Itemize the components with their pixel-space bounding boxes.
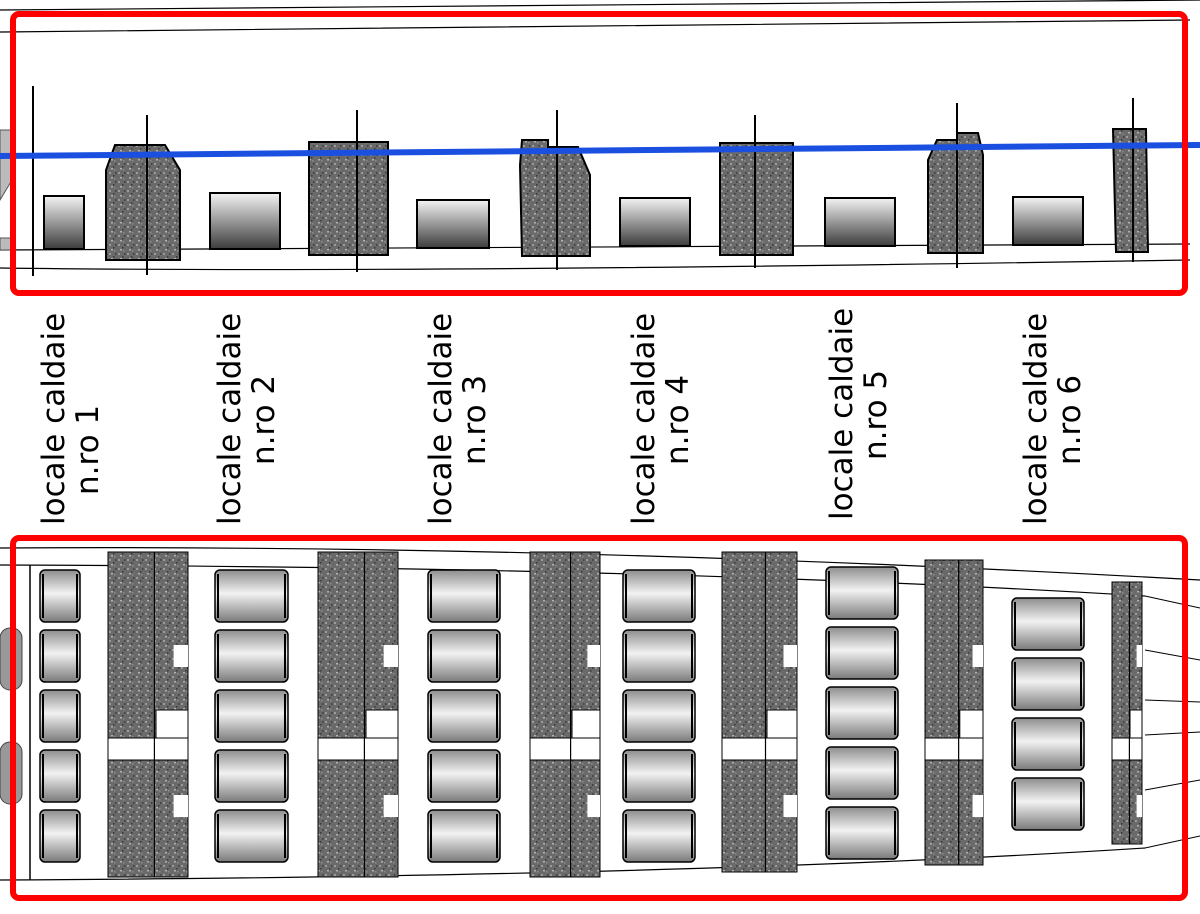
plan-bulkhead bbox=[1111, 581, 1143, 845]
plan-boiler bbox=[39, 689, 81, 743]
plan-boiler bbox=[825, 566, 899, 620]
side-boiler bbox=[619, 197, 691, 247]
side-boiler bbox=[43, 195, 85, 250]
plan-boiler bbox=[622, 749, 696, 803]
plan-boilers bbox=[39, 566, 1085, 863]
plan-boiler bbox=[1011, 717, 1085, 771]
side-boiler bbox=[824, 197, 896, 247]
plan-boiler bbox=[825, 686, 899, 740]
plan-boiler bbox=[427, 809, 501, 863]
plan-bulkhead bbox=[721, 551, 798, 873]
plan-boiler bbox=[825, 626, 899, 680]
plan-boiler bbox=[39, 809, 81, 863]
plan-boiler bbox=[427, 749, 501, 803]
plan-boiler bbox=[1011, 597, 1085, 651]
plan-boiler bbox=[214, 629, 289, 683]
plan-boiler bbox=[427, 689, 501, 743]
side-bulkhead bbox=[518, 110, 591, 270]
plan-boiler bbox=[39, 749, 81, 803]
side-boiler bbox=[1012, 196, 1084, 246]
plan-boiler bbox=[39, 569, 81, 623]
plan-boiler bbox=[622, 809, 696, 863]
side-boiler bbox=[416, 199, 490, 249]
room-labels: locale caldaie n.ro 1 locale caldaie n.r… bbox=[36, 298, 1088, 525]
plan-boiler bbox=[214, 689, 289, 743]
room-3-label: locale caldaie n.ro 3 bbox=[423, 303, 493, 525]
side-bulkhead bbox=[1111, 98, 1150, 262]
plan-bulkhead bbox=[107, 551, 189, 878]
plan-boiler bbox=[622, 689, 696, 743]
waterline bbox=[0, 142, 1200, 159]
plan-bulkheads bbox=[107, 551, 1143, 878]
room-2-label: locale caldaie n.ro 2 bbox=[212, 303, 282, 525]
side-bulkhead bbox=[308, 110, 389, 272]
plan-boiler bbox=[214, 749, 289, 803]
plan-boiler bbox=[214, 569, 289, 623]
plan-boiler bbox=[825, 806, 899, 860]
side-bulkhead bbox=[927, 103, 984, 268]
plan-boiler bbox=[1011, 657, 1085, 711]
side-view bbox=[0, 0, 1200, 276]
plan-boiler bbox=[622, 629, 696, 683]
plan-boiler bbox=[39, 629, 81, 683]
plan-boiler bbox=[427, 569, 501, 623]
plan-boiler bbox=[1011, 777, 1085, 831]
plan-boiler bbox=[825, 746, 899, 800]
side-boilers bbox=[43, 192, 1084, 250]
side-bulkheads bbox=[105, 98, 1150, 275]
room-4-label: locale caldaie n.ro 4 bbox=[626, 303, 696, 525]
room-1-label: locale caldaie n.ro 1 bbox=[36, 303, 106, 525]
room-6-label: locale caldaie n.ro 6 bbox=[1018, 303, 1088, 525]
plan-boiler bbox=[214, 809, 289, 863]
plan-boiler bbox=[622, 569, 696, 623]
side-bulkhead bbox=[719, 115, 794, 268]
side-bulkhead bbox=[105, 115, 181, 275]
side-view-highlight-box bbox=[10, 11, 1188, 296]
plan-bulkhead bbox=[924, 559, 984, 866]
room-5-label: locale caldaie n.ro 5 bbox=[824, 298, 894, 520]
plan-bulkhead bbox=[529, 551, 601, 878]
plan-bulkhead bbox=[317, 551, 399, 878]
plan-boiler bbox=[427, 629, 501, 683]
side-boiler bbox=[209, 192, 281, 250]
plan-view-highlight-box bbox=[10, 535, 1188, 901]
